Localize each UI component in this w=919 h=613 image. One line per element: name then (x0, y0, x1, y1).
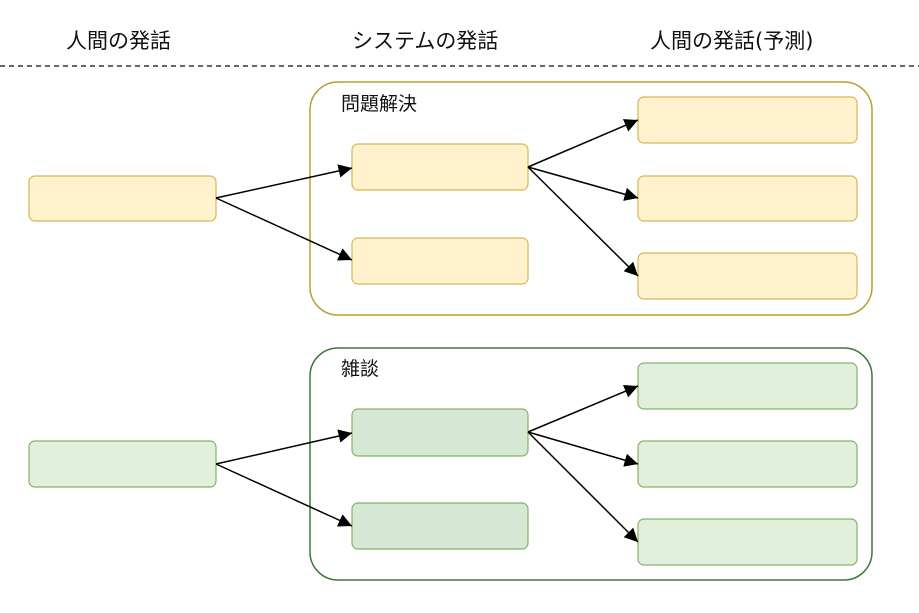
chit-chat-group (309, 347, 873, 581)
predicted-node-chat-2 (637, 440, 858, 488)
predicted-node-chat-1 (637, 362, 858, 410)
problem-solving-group (309, 81, 873, 316)
header-human-utterance: 人間の発話 (66, 29, 171, 53)
predicted-node-problem-2 (637, 175, 858, 222)
problem-solving-label: 問題解決 (341, 93, 418, 115)
arrow (527, 166, 639, 201)
arrow (527, 384, 639, 433)
arrow (527, 166, 639, 277)
system-utterance-node-problem-2 (351, 237, 529, 285)
human-utterance-node-chat (28, 440, 217, 488)
arrow (215, 429, 353, 465)
predicted-node-problem-3 (637, 252, 858, 300)
arrow (527, 119, 639, 168)
arrow (215, 197, 353, 261)
system-utterance-node-problem-1 (351, 143, 529, 191)
arrow (215, 164, 353, 199)
system-utterance-node-chat-1 (351, 408, 529, 457)
header-predicted-human-utterance: 人間の発話(予測) (650, 29, 814, 53)
chit-chat-label: 雑談 (341, 358, 380, 380)
arrow (527, 431, 639, 467)
header-system-utterance: システムの発話 (352, 29, 499, 53)
arrow (215, 463, 353, 527)
predicted-node-problem-1 (637, 96, 858, 144)
system-utterance-node-chat-2 (351, 502, 529, 550)
human-utterance-node-problem (28, 175, 217, 222)
arrow (527, 431, 639, 543)
predicted-node-chat-3 (637, 518, 858, 566)
